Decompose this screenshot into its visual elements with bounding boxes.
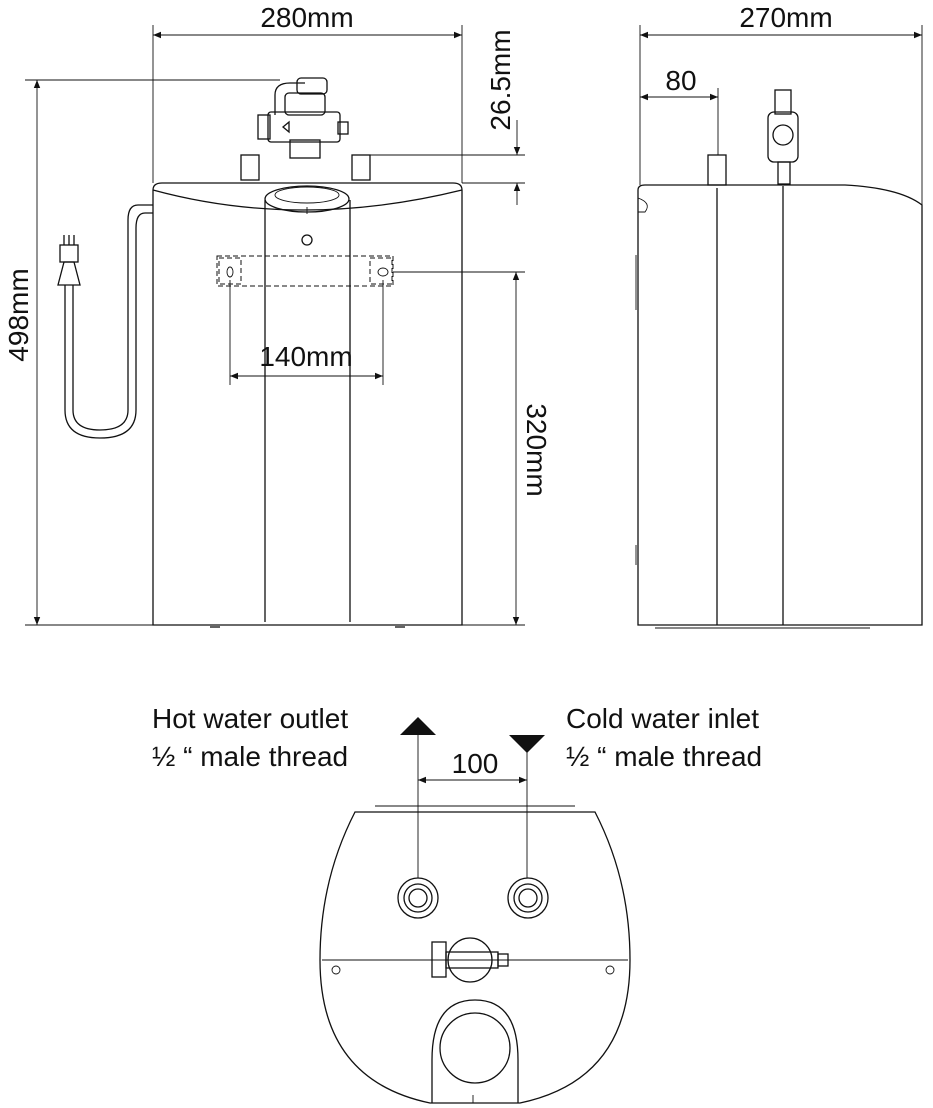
bottom-cover	[431, 999, 519, 1103]
safety-valve	[257, 77, 349, 159]
mounting-bracket	[216, 255, 394, 287]
front-top-curve	[152, 189, 463, 211]
front-body-outline	[152, 182, 463, 626]
cold-inlet-thread: ½ “ male thread	[566, 741, 762, 772]
valve-offset-label: 26.5mm	[485, 29, 516, 130]
pipe-spacing-label: 100	[452, 748, 499, 779]
width-label: 280mm	[260, 2, 353, 33]
front-view: 280mm 498mm 26.5mm 140mm 320mm	[3, 2, 552, 628]
side-pipe	[707, 154, 727, 186]
hot-outlet-title: Hot water outlet	[152, 703, 348, 734]
mount-height-label: 320mm	[521, 403, 552, 496]
height-label: 498mm	[3, 268, 34, 361]
power-cord	[57, 204, 153, 439]
hot-outlet-connection	[397, 877, 439, 919]
inlet-arrow-down-icon	[509, 735, 545, 753]
indicator-icon	[301, 234, 313, 246]
cold-inlet-title: Cold water inlet	[566, 703, 759, 734]
side-valve	[767, 89, 799, 185]
bottom-valve	[431, 937, 509, 983]
outlet-arrow-up-icon	[400, 717, 436, 735]
bottom-outline	[319, 811, 631, 1104]
side-body-outline	[637, 184, 923, 626]
depth-label: 270mm	[739, 2, 832, 33]
side-view: 270mm 80	[635, 2, 923, 629]
cold-inlet-connection	[507, 877, 549, 919]
hot-pipe	[240, 154, 260, 181]
pipe-offset-label: 80	[665, 65, 696, 96]
mount-spacing-label: 140mm	[259, 341, 352, 372]
hot-outlet-thread: ½ “ male thread	[152, 741, 348, 772]
bottom-view: 100 Hot water outlet ½ “ male thread Col…	[152, 703, 762, 1104]
cold-pipe	[351, 154, 371, 181]
